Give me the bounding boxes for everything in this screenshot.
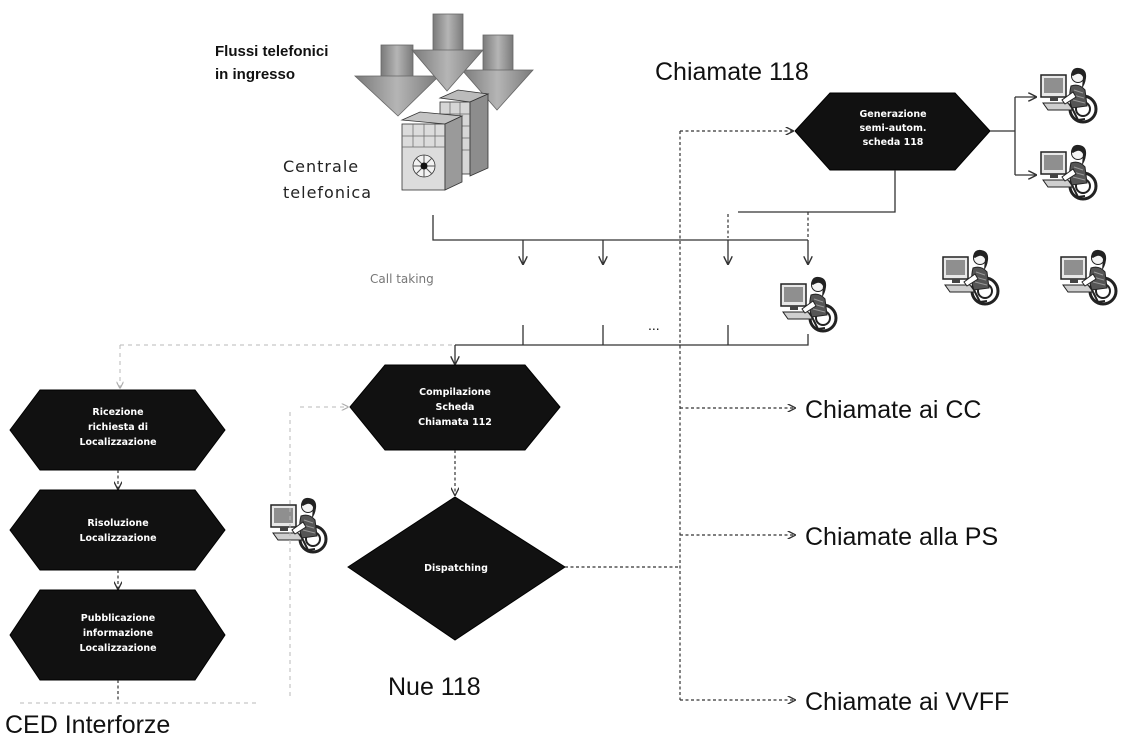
operator-workstation-icon bbox=[779, 275, 838, 333]
dispatching-node-text: Dispatching bbox=[424, 563, 488, 574]
operator-workstation-icon bbox=[1059, 248, 1118, 306]
incoming-flows-label-line2: in ingresso bbox=[215, 66, 295, 83]
compilation-node bbox=[349, 364, 561, 451]
publication-node-text-2: informazione bbox=[83, 628, 153, 639]
compilation-node-text-2: Scheda bbox=[436, 402, 475, 413]
compilation-bus-taps bbox=[522, 325, 729, 345]
generation-node-text-1: Generazione bbox=[859, 109, 926, 120]
operator-workstation-icon bbox=[941, 248, 1000, 306]
output-cc-label: Chiamate ai CC bbox=[805, 396, 981, 424]
reception-node-text-1: Ricezione bbox=[92, 407, 143, 418]
call-taking-label: Call taking bbox=[370, 272, 434, 286]
publication-node-text-3: Localizzazione bbox=[79, 643, 156, 654]
publication-node bbox=[9, 589, 226, 681]
ced-interforze-label: CED Interforze bbox=[5, 711, 170, 739]
output-ps-label: Chiamate alla PS bbox=[805, 523, 998, 551]
operator-workstation-icon bbox=[1039, 143, 1098, 201]
nue-118-label: Nue 118 bbox=[388, 673, 481, 701]
incoming-call-arrows bbox=[353, 13, 534, 117]
incoming-call-arrow-icon bbox=[461, 34, 534, 111]
incoming-call-arrow-icon bbox=[353, 44, 440, 117]
resolution-node-text-1: Risoluzione bbox=[87, 518, 148, 529]
generation-node-text-2: semi-autom. bbox=[860, 123, 927, 134]
telephone-exchange-server-icon bbox=[400, 89, 490, 191]
compilation-node-text-1: Compilazione bbox=[419, 387, 491, 398]
output-vvff-label: Chiamate ai VVFF bbox=[805, 688, 1009, 716]
exchange-label-line1: Centrale bbox=[283, 157, 359, 176]
reception-node-text-3: Localizzazione bbox=[79, 437, 156, 448]
resolution-node bbox=[9, 489, 226, 571]
generation-return-line bbox=[738, 170, 896, 213]
incoming-call-arrow-icon bbox=[411, 13, 484, 92]
reception-node bbox=[9, 389, 226, 471]
reception-node-text-2: richiesta di bbox=[88, 422, 148, 433]
calls-118-title: Chiamate 118 bbox=[655, 58, 809, 86]
resolution-node-text-2: Localizzazione bbox=[79, 533, 156, 544]
compilation-bus bbox=[455, 334, 809, 346]
incoming-flows-label-line1: Flussi telefonici bbox=[215, 43, 328, 60]
generation-branch-line bbox=[990, 97, 1016, 175]
call-taking-bus bbox=[432, 215, 808, 241]
generation-node-text-3: scheda 118 bbox=[863, 137, 924, 148]
compilation-node-text-3: Chiamata 112 bbox=[418, 417, 492, 428]
operator-workstation-icon bbox=[1039, 66, 1098, 124]
exchange-label-line2: telefonica bbox=[283, 183, 372, 202]
more-taps-ellipsis: ... bbox=[648, 317, 660, 333]
publication-node-text-1: Pubblicazione bbox=[81, 613, 155, 624]
operator-workstation-icon bbox=[269, 496, 328, 554]
